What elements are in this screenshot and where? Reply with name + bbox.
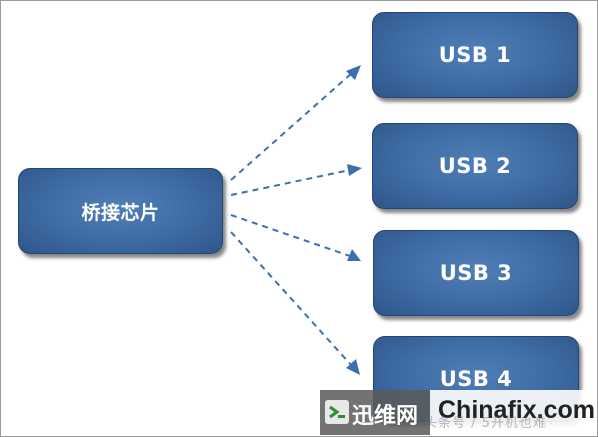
usb2-node: USB 2: [372, 123, 578, 209]
bridge-chip-label: 桥接芯片: [81, 201, 160, 224]
watermark-right-panel: Chinafix.com: [430, 390, 596, 435]
arrow-to-usb3: [230, 214, 361, 261]
watermark-banner: 迅维网 Chinafix.com: [320, 390, 596, 435]
watermark-faint-text: 头条号 / 5开机也难: [424, 416, 547, 431]
watermark-site-en: Chinafix.com: [438, 396, 595, 424]
arrow-to-usb1: [230, 65, 361, 181]
watermark-site-cn: 迅维网: [352, 404, 419, 429]
usb1-node: USB 1: [372, 12, 578, 98]
arrow-to-usb4: [230, 231, 360, 375]
usb2-label: USB 2: [438, 154, 512, 178]
bridge-chip-node: 桥接芯片: [18, 168, 223, 254]
usb3-label: USB 3: [439, 261, 513, 285]
usb1-label: USB 1: [438, 43, 512, 67]
chinafix-logo-icon: [325, 400, 349, 424]
usb3-node: USB 3: [373, 230, 579, 316]
usb4-label: USB 4: [439, 367, 513, 391]
arrow-to-usb2: [230, 164, 362, 196]
watermark-left-panel: 迅维网: [320, 390, 430, 435]
